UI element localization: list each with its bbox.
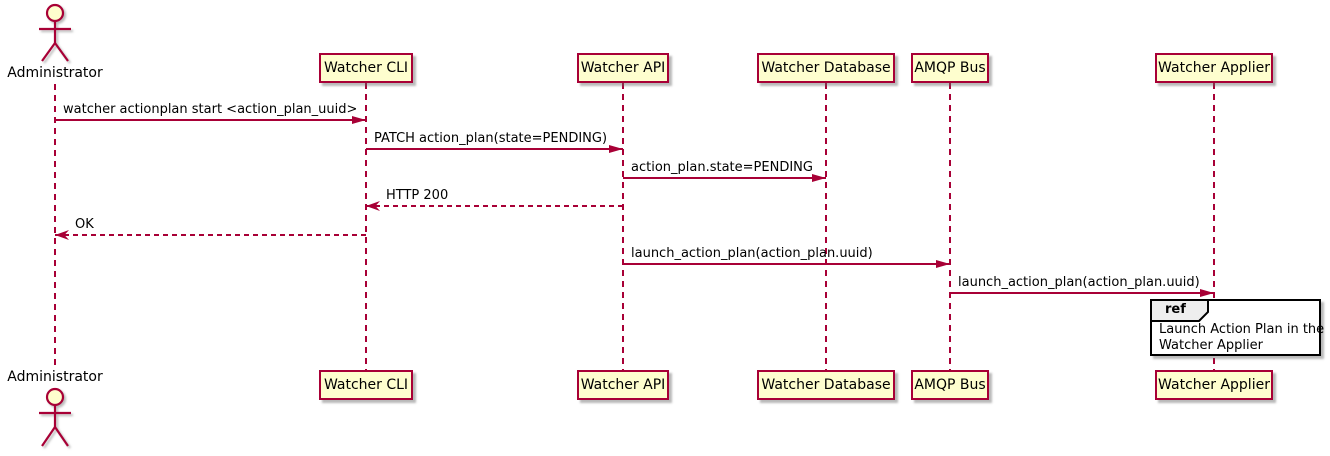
- actor-icon: [39, 387, 71, 447]
- actor-label-bottom: Administrator: [7, 369, 103, 385]
- message-line: [623, 177, 826, 179]
- participant-label: Watcher Applier: [1158, 60, 1270, 76]
- arrowhead-filled-right-icon: [352, 116, 366, 124]
- ref-keyword: ref: [1165, 302, 1186, 317]
- message-line: [366, 148, 623, 150]
- message-line: [55, 234, 366, 236]
- message-label: action_plan.state=PENDING: [631, 160, 813, 175]
- arrowhead-filled-right-icon: [609, 145, 623, 153]
- arrowhead-open-left-icon: [366, 201, 380, 211]
- message-label: HTTP 200: [386, 188, 449, 203]
- lifeline-watcher-api: [622, 83, 624, 370]
- participant-label: Watcher Applier: [1158, 377, 1270, 393]
- participant-box-watcher-api-bottom: Watcher API: [577, 370, 669, 400]
- lifeline-amqp-bus: [949, 83, 951, 370]
- arrowhead-filled-right-icon: [812, 174, 826, 182]
- participant-box-watcher-applier-bottom: Watcher Applier: [1155, 370, 1273, 400]
- actor-label-top: Administrator: [7, 65, 103, 81]
- ref-tab-icon: [1150, 299, 1209, 322]
- message-line: [366, 205, 623, 207]
- participant-box-watcher-database-top: Watcher Database: [757, 53, 895, 83]
- ref-text-line2: Watcher Applier: [1159, 338, 1263, 353]
- participant-label: Watcher Database: [761, 377, 891, 393]
- lifeline-watcher-database: [825, 83, 827, 370]
- participant-label: Watcher Database: [761, 60, 891, 76]
- lifeline-watcher-applier: [1213, 83, 1215, 370]
- participant-box-watcher-cli-bottom: Watcher CLI: [319, 370, 413, 400]
- message-label: watcher actionplan start <action_plan_uu…: [63, 102, 358, 117]
- ref-text-line1: Launch Action Plan in the: [1159, 322, 1325, 337]
- message-label: launch_action_plan(action_plan.uuid): [958, 275, 1200, 290]
- participant-label: Watcher API: [580, 377, 666, 393]
- participant-box-watcher-database-bottom: Watcher Database: [757, 370, 895, 400]
- participant-box-amqp-bus-top: AMQP Bus: [911, 53, 989, 83]
- participant-box-watcher-cli-top: Watcher CLI: [319, 53, 413, 83]
- message-label: PATCH action_plan(state=PENDING): [374, 131, 608, 146]
- ref-fragment: ref Launch Action Plan in the Watcher Ap…: [1150, 299, 1324, 356]
- arrowhead-open-left-icon: [55, 230, 69, 240]
- participant-box-amqp-bus-bottom: AMQP Bus: [911, 370, 989, 400]
- lifeline-administrator: [54, 84, 56, 370]
- participant-label: Watcher API: [580, 60, 666, 76]
- participant-label: Watcher CLI: [323, 60, 409, 76]
- ref-text: Launch Action Plan in the Watcher Applie…: [1159, 322, 1324, 354]
- message-label: launch_action_plan(action_plan.uuid): [631, 246, 873, 261]
- arrowhead-filled-right-icon: [1200, 289, 1214, 297]
- message-label: OK: [75, 217, 94, 232]
- message-line: [55, 119, 366, 121]
- message-line: [950, 292, 1214, 294]
- participant-label: AMQP Bus: [914, 60, 986, 76]
- lifeline-watcher-cli: [365, 83, 367, 370]
- message-line: [623, 263, 950, 265]
- participant-box-watcher-api-top: Watcher API: [577, 53, 669, 83]
- participant-label: Watcher CLI: [323, 377, 409, 393]
- arrowhead-filled-right-icon: [936, 260, 950, 268]
- actor-icon: [39, 3, 71, 62]
- participant-box-watcher-applier-top: Watcher Applier: [1155, 53, 1273, 83]
- participant-label: AMQP Bus: [914, 377, 986, 393]
